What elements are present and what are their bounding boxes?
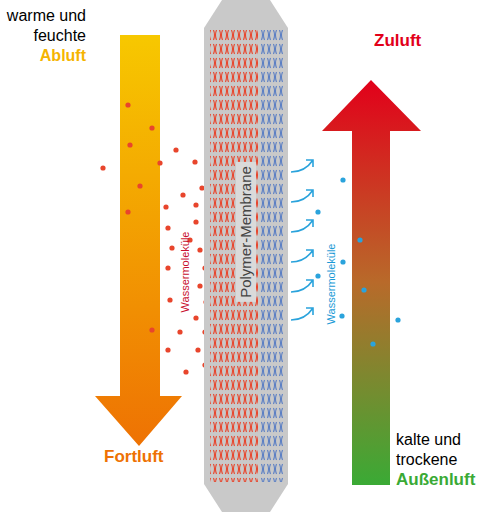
supply-arrow: [322, 80, 421, 485]
water-dot: [165, 265, 170, 270]
air-name: Fortluft: [104, 447, 163, 467]
water-dot: [165, 225, 170, 230]
water-dot: [149, 327, 154, 332]
air-name: Außenluft: [396, 470, 475, 490]
water-dot: [395, 317, 400, 322]
water-dot: [173, 147, 178, 152]
water-dot: [149, 125, 154, 130]
air-name: Abluft: [4, 46, 86, 66]
water-dot: [357, 237, 362, 242]
molecule-label: Wassermoleküle: [325, 244, 338, 325]
water-dot: [137, 183, 142, 188]
water-dot: [199, 185, 204, 190]
molecule-label: Wassermoleküle: [179, 232, 192, 313]
water-dot: [165, 347, 170, 352]
water-dot: [167, 297, 172, 302]
water-dot: [195, 347, 200, 352]
membrane-label: Polymer-Membrane: [236, 162, 256, 302]
water-dot: [193, 219, 198, 224]
water-dot: [163, 204, 168, 209]
water-dot: [180, 192, 185, 197]
membrane-band: Polymer-Membrane: [200, 0, 292, 512]
water-dot: [193, 315, 198, 320]
water-dot: [340, 259, 345, 264]
water-dot: [197, 247, 202, 252]
water-dot: [169, 245, 174, 250]
water-dot: [183, 369, 188, 374]
water-dot: [125, 209, 130, 214]
water-dot: [339, 313, 344, 318]
water-dot: [340, 177, 345, 182]
water-dot: [192, 159, 197, 164]
water-dot: [361, 287, 366, 292]
water-dot: [100, 165, 105, 170]
water-dot: [193, 202, 198, 207]
water-dot: [315, 209, 320, 214]
transfer-arrows: [291, 160, 313, 320]
water-dot: [370, 341, 375, 346]
water-dot: [125, 102, 130, 107]
water-dot: [197, 283, 202, 288]
water-dot: [177, 329, 182, 334]
water-dot: [315, 273, 320, 278]
water-dot: [127, 142, 132, 147]
air-name: Zuluft: [374, 31, 421, 51]
exhaust-arrow: [95, 35, 182, 446]
air-description: warme und feuchte: [4, 6, 86, 46]
air-description: kalte und trockene: [396, 430, 486, 470]
water-dot: [157, 160, 162, 165]
